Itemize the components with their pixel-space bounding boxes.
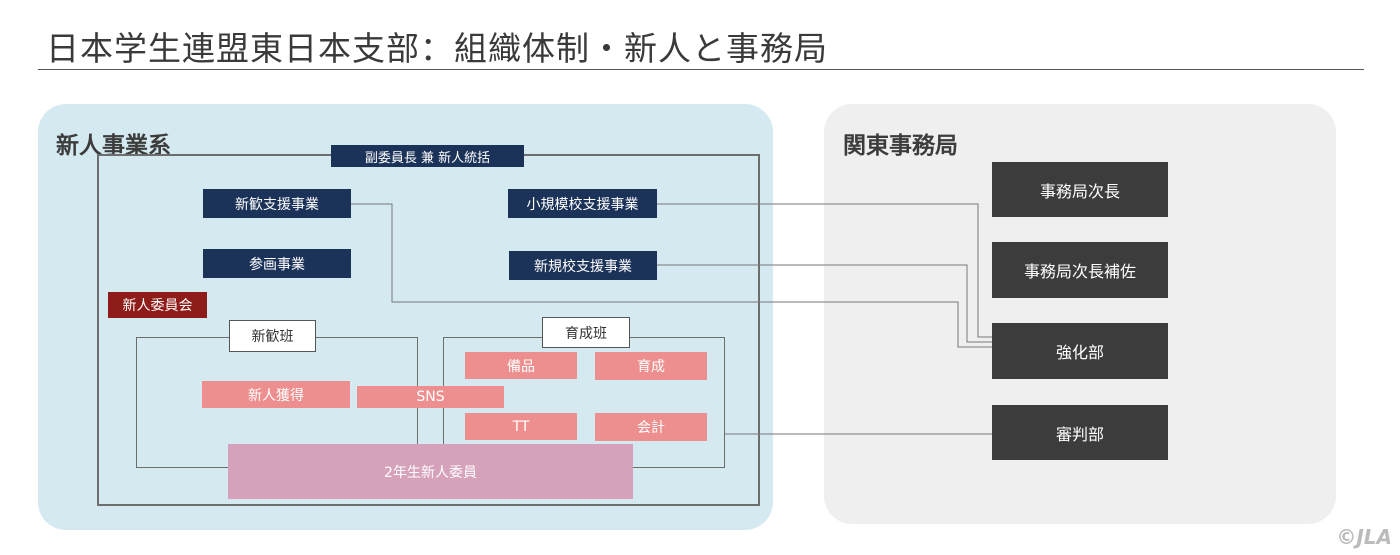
project-new-welcome-support: 新歓支援事業 (203, 189, 351, 218)
training-item-accounting: 会計 (595, 413, 707, 441)
project-small-school-support: 小規模校支援事業 (508, 189, 657, 218)
connector-new-welcome-support (351, 203, 992, 348)
vice-chair-label: 副委員長 兼 新人統括 (331, 145, 524, 167)
office-deputy-director-assistant: 事務局次長補佐 (992, 242, 1168, 298)
connector-small-school-support (657, 203, 992, 338)
second-year-members-bar: 2年生新人委員 (228, 444, 633, 499)
training-team-label: 育成班 (542, 317, 630, 348)
training-item-tt: TT (465, 413, 577, 440)
project-participation: 参画事業 (203, 249, 351, 278)
recruit-item-sns: SNS (357, 386, 504, 408)
training-item-training: 育成 (595, 352, 707, 380)
recruit-item-new-members: 新人獲得 (202, 381, 350, 408)
office-strengthening-dept: 強化部 (992, 323, 1168, 379)
project-new-school-support: 新規校支援事業 (509, 251, 657, 280)
page-title: 日本学生連盟東日本支部：組織体制・新人と事務局 (46, 29, 828, 68)
connector-new-school-support (657, 264, 992, 343)
office-deputy-director: 事務局次長 (992, 162, 1168, 217)
new-member-committee-label: 新人委員会 (108, 292, 207, 318)
office-referee-dept: 審判部 (992, 405, 1168, 460)
title-divider (38, 69, 1364, 70)
training-item-equipment: 備品 (465, 352, 577, 379)
copyright-mark: ©JLA (1336, 525, 1392, 549)
kanto-office-title: 関東事務局 (843, 133, 958, 159)
recruit-team-label: 新歓班 (229, 320, 316, 352)
